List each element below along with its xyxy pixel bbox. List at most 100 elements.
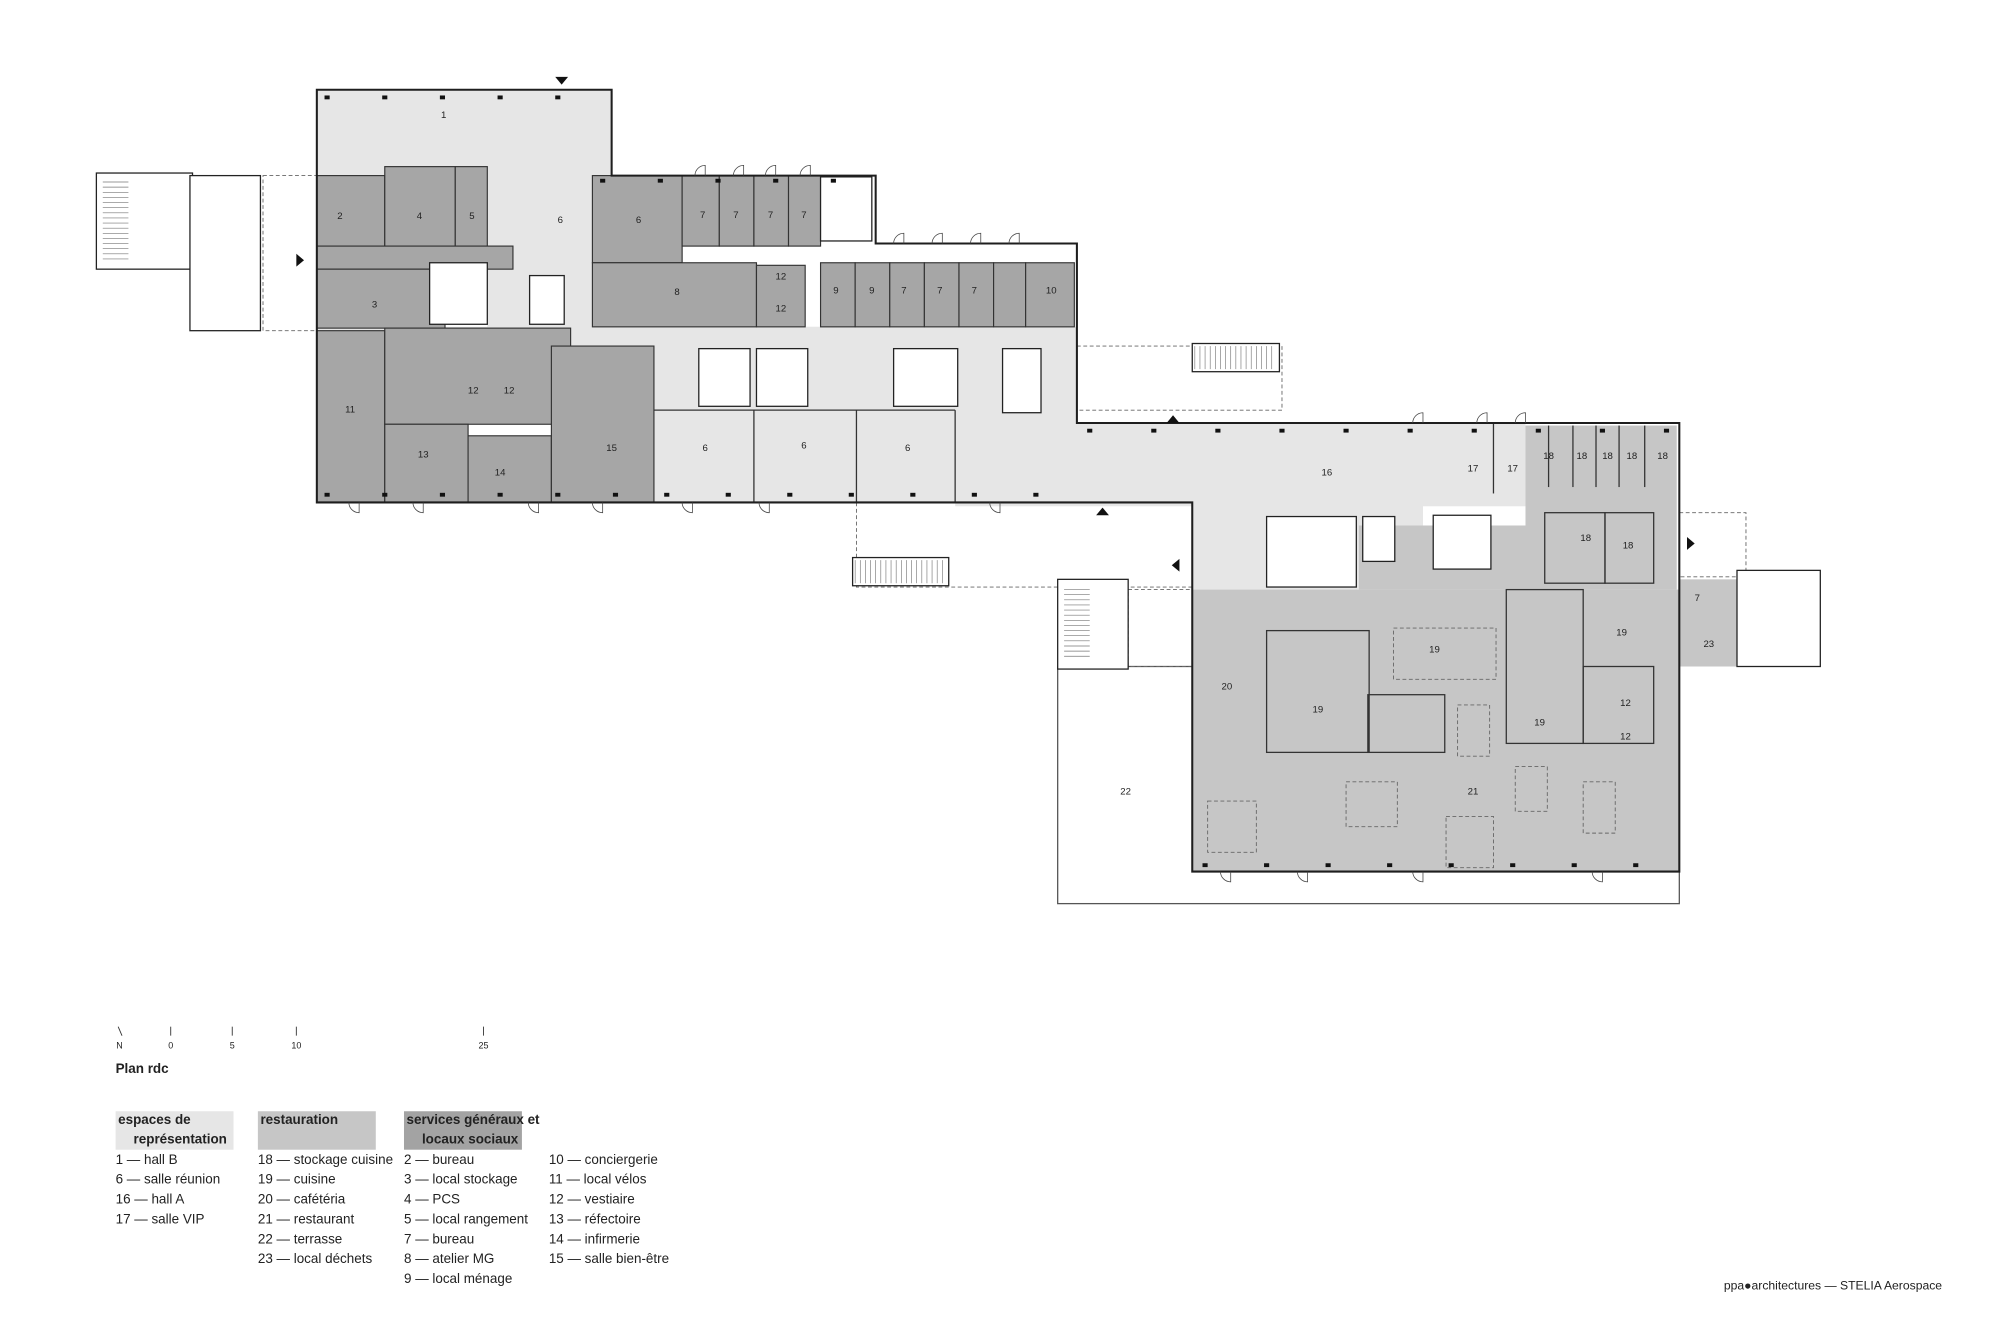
- legend-item: 23 — local déchets: [258, 1251, 373, 1266]
- door: [931, 232, 943, 244]
- room-label: 6: [905, 443, 910, 454]
- column: [1599, 428, 1605, 433]
- door: [348, 502, 360, 514]
- legend-item: 6 — salle réunion: [116, 1172, 221, 1187]
- room-label: 19: [1429, 644, 1440, 655]
- room-label: 7: [972, 285, 977, 296]
- door: [1412, 412, 1424, 423]
- column: [1633, 863, 1639, 868]
- stair-treads: [102, 181, 1273, 657]
- legend-item: 16 — hall A: [116, 1192, 185, 1207]
- column: [600, 178, 606, 183]
- room-label: 7: [733, 210, 738, 221]
- north-arrow-icon: [117, 1026, 123, 1036]
- column: [1448, 863, 1454, 868]
- room-label: 12: [1620, 698, 1631, 709]
- column: [715, 178, 721, 183]
- room-label: 18: [1623, 541, 1634, 552]
- room-label: 12: [775, 303, 786, 314]
- room-label: 3: [372, 300, 377, 311]
- column: [439, 492, 446, 497]
- column: [497, 492, 503, 497]
- room-label: 15: [606, 443, 617, 454]
- room-label: 7: [937, 285, 942, 296]
- scale-label: 10: [291, 1040, 301, 1050]
- column: [830, 178, 836, 183]
- legend-item: 14 — infirmerie: [549, 1231, 640, 1246]
- door: [1476, 412, 1488, 423]
- scale-label: 25: [478, 1040, 488, 1050]
- legend-heading: services généraux et: [407, 1112, 540, 1127]
- room-label: 9: [869, 285, 874, 296]
- door: [970, 232, 982, 244]
- door: [733, 164, 745, 176]
- door: [1514, 412, 1526, 423]
- legend-item: 18 — stockage cuisine: [258, 1152, 393, 1167]
- door: [694, 164, 706, 176]
- room-label: 17: [1468, 464, 1479, 475]
- room-label: 5: [469, 211, 474, 222]
- column: [1151, 428, 1157, 433]
- column: [555, 492, 561, 497]
- door: [681, 502, 693, 514]
- door: [1591, 871, 1603, 883]
- door: [989, 502, 1001, 514]
- room-label: 10: [1046, 285, 1057, 296]
- door: [1008, 232, 1020, 244]
- column: [1202, 863, 1208, 868]
- legend-swatch: [257, 1111, 376, 1150]
- legend-item: 13 — réfectoire: [549, 1211, 641, 1226]
- door: [412, 502, 424, 514]
- credit: ppa●architectures — STELIA Aerospace: [1724, 1278, 1942, 1292]
- room-label: 21: [1468, 787, 1479, 798]
- canopy-east: [1678, 512, 1747, 578]
- column: [497, 95, 503, 100]
- room-label: 17: [1507, 464, 1518, 475]
- legend-item: 10 — conciergerie: [549, 1152, 658, 1167]
- room-label: 18: [1543, 451, 1554, 462]
- building-outline: [315, 88, 1681, 873]
- zone-services: [316, 166, 1075, 504]
- column: [382, 95, 388, 100]
- column: [1087, 428, 1093, 433]
- legend-item: 3 — local stockage: [404, 1172, 518, 1187]
- column: [1663, 428, 1670, 433]
- legend-swatch: [403, 1111, 522, 1150]
- doors: [348, 164, 1603, 883]
- room-label: 18: [1627, 451, 1638, 462]
- room-label: 6: [558, 215, 563, 226]
- room-label: 4: [417, 211, 423, 222]
- scale-label: 5: [230, 1040, 235, 1050]
- room-label: 19: [1313, 705, 1324, 716]
- legend-item: 12 — vestiaire: [549, 1192, 635, 1207]
- room-label: 12: [1620, 732, 1631, 743]
- room-label: 18: [1580, 533, 1591, 544]
- column: [1033, 492, 1039, 497]
- north-label: N: [116, 1040, 122, 1050]
- scale-label: 0: [168, 1040, 173, 1050]
- legend-item: 1 — hall B: [116, 1152, 178, 1167]
- legend-item: 20 — cafétéria: [258, 1192, 346, 1207]
- room-label: 20: [1222, 682, 1233, 693]
- legend-item: 8 — atelier MG: [404, 1251, 494, 1266]
- room-label: 12: [504, 385, 515, 396]
- room-label: 12: [775, 271, 786, 282]
- inner-walls: [653, 409, 1655, 754]
- columns: [324, 95, 1670, 868]
- legend-item: 9 — local ménage: [404, 1271, 512, 1286]
- room-label: 6: [703, 443, 708, 454]
- legend-item: 11 — local vélos: [549, 1172, 647, 1187]
- room-label: 16: [1321, 467, 1332, 478]
- door: [758, 502, 770, 514]
- legend-item: 5 — local rangement: [404, 1211, 528, 1226]
- column: [1279, 428, 1285, 433]
- column: [657, 178, 663, 183]
- legend-heading: espaces de: [118, 1112, 191, 1127]
- door: [799, 164, 811, 176]
- legend-swatch: [115, 1111, 234, 1150]
- room-label: 6: [636, 215, 641, 226]
- column: [1264, 863, 1270, 868]
- legend-item: 2 — bureau: [404, 1152, 474, 1167]
- column: [324, 492, 330, 497]
